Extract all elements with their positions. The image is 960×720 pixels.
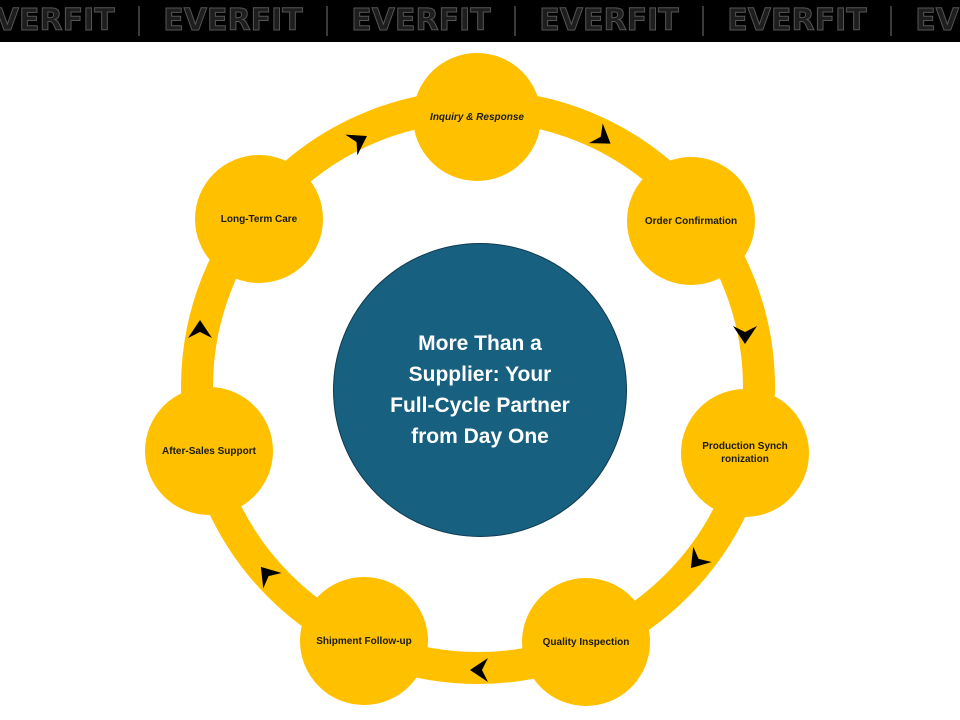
arrow-inquiry-to-order xyxy=(588,123,611,144)
stage-quality-inspection: Quality Inspection xyxy=(522,578,650,706)
stage-label: Production Synchronization xyxy=(702,441,788,465)
center-title: More Than a Supplier: Your Full-Cycle Pa… xyxy=(390,332,570,448)
arrow-shipment-to-aftersales xyxy=(260,566,282,589)
arrow-production-to-quality xyxy=(690,546,712,569)
stage-after-sales-support: After-Sales Support xyxy=(145,387,273,515)
banner-logo-word: EVERFIT xyxy=(0,3,115,39)
stage-long-term-care: Long-Term Care xyxy=(195,155,323,283)
stage-inquiry-response: Inquiry & Response xyxy=(413,53,541,181)
stage-label: Shipment Follow-up xyxy=(316,635,412,647)
banner-separator xyxy=(702,6,704,36)
banner-logo-word: EVERFIT xyxy=(163,3,303,39)
banner-logo-word: EVERFIT xyxy=(351,3,491,39)
banner-separator xyxy=(890,6,892,36)
stage-label: Inquiry & Response xyxy=(430,111,524,123)
banner-logo-word: EVERFIT xyxy=(539,3,679,39)
stage-production-synchronization: Production Synchronization xyxy=(681,389,809,517)
banner-logo-word: EVERFIT xyxy=(915,3,960,39)
arrow-longterm-to-inquiry xyxy=(345,134,367,156)
stage-label: Long-Term Care xyxy=(220,213,298,225)
stage-label: Order Confirmation xyxy=(644,215,738,227)
stage-shipment-follow-up: Shipment Follow-up xyxy=(300,577,428,705)
banner-logo-word: EVERFIT xyxy=(727,3,867,39)
center-hub: More Than a Supplier: Your Full-Cycle Pa… xyxy=(333,243,627,537)
stage-order-confirmation: Order Confirmation xyxy=(627,157,755,285)
everfit-banner: EVERFIT EVERFIT EVERFIT EVERFIT EVERFIT … xyxy=(0,0,960,42)
arrow-quality-to-shipment xyxy=(470,658,488,682)
stage-label: Quality Inspection xyxy=(542,636,630,648)
arrow-order-to-production xyxy=(733,326,757,344)
stage-label: After-Sales Support xyxy=(162,445,256,457)
banner-separator xyxy=(326,6,328,36)
banner-separator xyxy=(514,6,516,36)
banner-separator xyxy=(138,6,140,36)
arrow-aftersales-to-longterm xyxy=(188,320,212,338)
